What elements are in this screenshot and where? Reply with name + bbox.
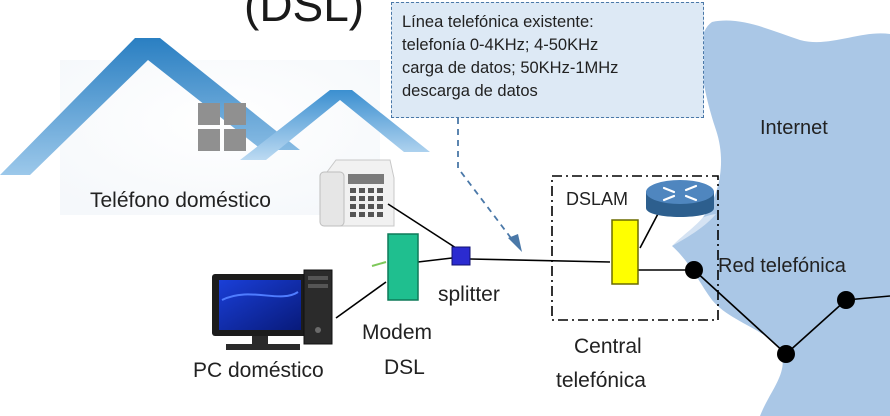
telephone-network-path xyxy=(693,269,890,356)
window-icon xyxy=(198,103,246,151)
network-node-icon xyxy=(685,261,855,363)
central-label-line2: telefónica xyxy=(556,369,646,392)
router-icon xyxy=(646,180,714,217)
dslam-to-router-line xyxy=(639,209,661,249)
modem-to-splitter-line xyxy=(417,257,453,263)
callout-line: telefonía 0-4KHz; 4-50KHz xyxy=(402,36,599,54)
phone-to-splitter-line xyxy=(387,203,457,249)
internet-label: Internet xyxy=(760,117,828,139)
modem-label-line1: Modem xyxy=(362,321,433,344)
telefono-label: Teléfono doméstico xyxy=(90,189,271,212)
connection-lines xyxy=(335,203,890,356)
callout-line: Línea telefónica existente: xyxy=(402,13,594,31)
callout-box: Línea telefónica existente: telefonía 0-… xyxy=(391,2,704,118)
telephone-icon xyxy=(319,159,395,227)
pc-icon xyxy=(212,269,333,350)
modem-box xyxy=(387,233,419,301)
pc-label: PC doméstico xyxy=(193,359,324,382)
central-office-box xyxy=(551,175,719,321)
dslam-box xyxy=(611,219,639,285)
splitter-label: splitter xyxy=(438,283,500,306)
red-telefonica-label: Red telefónica xyxy=(718,255,846,277)
pc-to-modem-line xyxy=(335,281,387,319)
network-cloud xyxy=(672,20,890,416)
splitter-box xyxy=(451,246,471,266)
callout-line: carga de datos; 50KHz-1MHz xyxy=(402,59,619,77)
callout-arrow xyxy=(457,118,522,252)
central-label-line1: Central xyxy=(574,335,642,358)
modem-led-icon xyxy=(371,261,387,267)
modem-label-line2: DSL xyxy=(384,356,425,379)
splitter-to-dslam-line xyxy=(469,258,611,263)
callout-line: descarga de datos xyxy=(402,82,538,100)
dslam-label: DSLAM xyxy=(566,189,629,209)
title-fragment: (DSL) xyxy=(244,0,365,31)
